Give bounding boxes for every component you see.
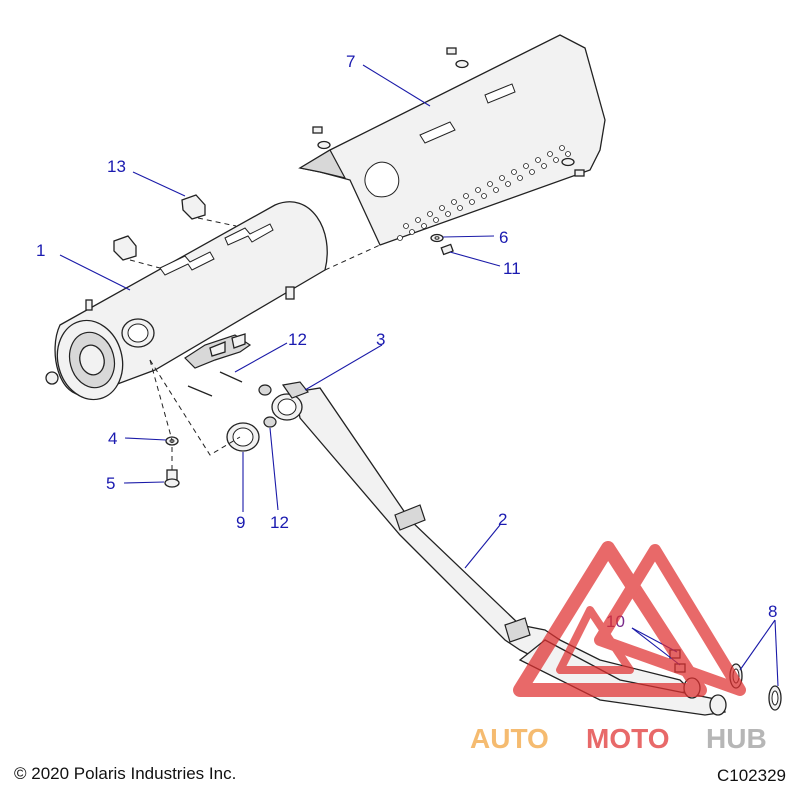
washer-6 xyxy=(430,233,444,243)
muffler xyxy=(45,201,328,401)
watermark-word-auto: AUTO xyxy=(470,723,549,754)
callout-9: 9 xyxy=(236,513,245,532)
isolator-13-upper xyxy=(181,194,206,220)
callout-5: 5 xyxy=(106,474,115,493)
callout-12-upper: 12 xyxy=(288,330,307,349)
assembly-line-isolator-lower xyxy=(129,259,161,269)
drawing-number: C102329 xyxy=(716,766,786,785)
callout-1: 1 xyxy=(36,241,45,260)
assembly-line-isolator-upper xyxy=(197,217,237,227)
watermark-word-hub: HUB xyxy=(706,723,767,754)
watermark-triangle-inner xyxy=(556,606,634,674)
spring-clip-b xyxy=(263,416,277,428)
watermark-logo: AUTO MOTO HUB xyxy=(470,541,767,754)
assembly-line-muffler-shield xyxy=(324,244,381,271)
callout-3: 3 xyxy=(376,330,385,349)
clamp-3 xyxy=(281,381,309,399)
assembly-line-gasket xyxy=(149,359,241,456)
shield-vent-holes xyxy=(397,145,571,241)
gasket-9 xyxy=(226,422,260,452)
callout-12-lower: 12 xyxy=(270,513,289,532)
watermark-word-moto: MOTO xyxy=(586,723,669,754)
bolt-5 xyxy=(164,469,180,488)
callout-8: 8 xyxy=(768,602,777,621)
shield-bolt-top xyxy=(446,47,469,69)
gasket-8-b xyxy=(768,685,782,711)
isolator-13-lower xyxy=(113,235,137,261)
callout-13: 13 xyxy=(107,157,126,176)
spring-12-b xyxy=(219,371,243,383)
spring-12-a xyxy=(187,385,213,397)
heat-shield xyxy=(298,34,606,246)
callout-7: 7 xyxy=(346,52,355,71)
copyright-notice: © 2020 Polaris Industries Inc. xyxy=(14,764,237,783)
watermark-triangle-right xyxy=(594,544,746,696)
callout-labels: 1 2 3 4 5 6 7 8 9 10 11 12 12 13 xyxy=(36,52,777,631)
assembly-line-bolt xyxy=(149,359,173,470)
callout-11: 11 xyxy=(503,259,521,278)
watermark-triangle-large xyxy=(513,541,707,697)
shield-bolt-left xyxy=(312,126,331,150)
callout-4: 4 xyxy=(108,429,117,448)
spring-clip-a xyxy=(258,384,272,396)
bolt-11 xyxy=(440,243,454,256)
shield-bolt-right xyxy=(561,157,585,177)
callout-6: 6 xyxy=(499,228,508,247)
callout-2: 2 xyxy=(498,510,507,529)
